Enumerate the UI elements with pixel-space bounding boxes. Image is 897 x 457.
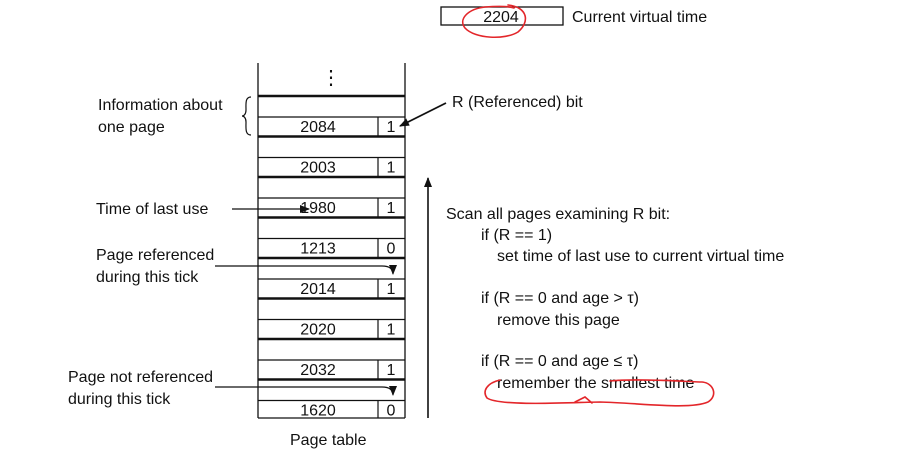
referenced-arrow bbox=[215, 264, 397, 275]
current-time-label: Current virtual time bbox=[572, 9, 707, 26]
table-ellipsis: ⋮ bbox=[321, 67, 341, 89]
red-circle-annotation bbox=[461, 4, 527, 38]
page-time-value: 2014 bbox=[300, 281, 336, 298]
page-time-value: 1620 bbox=[300, 403, 336, 420]
r-bit-value: 1 bbox=[387, 119, 396, 136]
page-time-value: 2032 bbox=[300, 362, 336, 379]
r-bit-arrow bbox=[399, 102, 447, 127]
r-bit-value: 1 bbox=[387, 362, 396, 379]
page-table-caption: Page table bbox=[290, 432, 367, 449]
algorithm-line7: remember the smallest time bbox=[497, 375, 694, 392]
red-underline-annotation bbox=[484, 379, 715, 407]
algorithm-line4: if (R == 0 and age > τ) bbox=[481, 290, 639, 307]
r-bit-value: 1 bbox=[387, 322, 396, 339]
red-tick-annotation bbox=[574, 396, 593, 404]
referenced-label-line2: during this tick bbox=[96, 269, 199, 286]
row-separators bbox=[258, 94, 405, 381]
r-bit-value: 0 bbox=[387, 403, 396, 420]
time-last-use-label: Time of last use bbox=[96, 201, 208, 218]
page-time-value: 2003 bbox=[300, 160, 336, 177]
page-time-value: 1213 bbox=[300, 241, 336, 258]
algorithm-line2: if (R == 1) bbox=[481, 227, 552, 244]
info-label-line1: Information about bbox=[98, 97, 223, 114]
not-referenced-arrow bbox=[215, 385, 397, 396]
referenced-label-line1: Page referenced bbox=[96, 247, 214, 264]
algorithm-line6: if (R == 0 and age ≤ τ) bbox=[481, 353, 638, 370]
not-referenced-label-line1: Page not referenced bbox=[68, 369, 213, 386]
r-bit-label: R (Referenced) bit bbox=[452, 94, 583, 111]
current-time-value: 2204 bbox=[483, 9, 519, 26]
algorithm-line3: set time of last use to current virtual … bbox=[497, 248, 784, 265]
algorithm-line1: Scan all pages examining R bit: bbox=[446, 206, 670, 223]
page-time-value: 2084 bbox=[300, 119, 336, 136]
info-brace bbox=[241, 96, 252, 136]
r-bit-value: 1 bbox=[387, 200, 396, 217]
not-referenced-label-line2: during this tick bbox=[68, 391, 171, 408]
page-time-value: 2020 bbox=[300, 322, 336, 339]
r-bit-value: 1 bbox=[387, 160, 396, 177]
algorithm-line5: remove this page bbox=[497, 312, 620, 329]
info-label-line2: one page bbox=[98, 119, 165, 136]
r-bit-value: 1 bbox=[387, 281, 396, 298]
r-bit-value: 0 bbox=[387, 241, 396, 258]
